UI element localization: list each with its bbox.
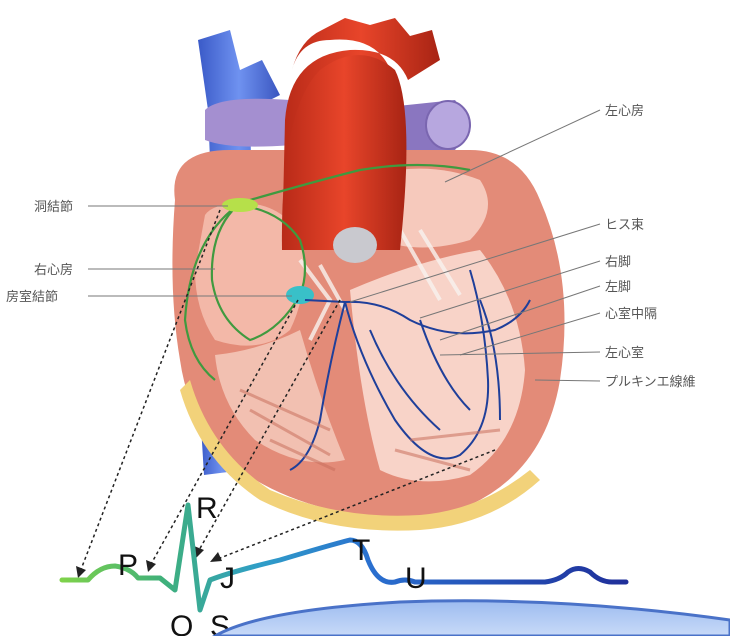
left-ventricle-chamber — [350, 250, 525, 481]
ecg-label-u: U — [405, 562, 427, 595]
sa-node — [222, 198, 258, 212]
label-left-atrium: 左心房 — [605, 103, 644, 119]
label-av-node: 房室結節 — [6, 289, 58, 305]
av-node — [286, 286, 314, 304]
ecg-label-r: R — [196, 492, 218, 525]
ecg-label-q: Q — [170, 610, 193, 636]
pulmonary-vein-opening — [426, 101, 470, 149]
ecg-label-j: J — [220, 562, 235, 595]
label-septum: 心室中隔 — [605, 306, 657, 322]
label-left-bundle: 左脚 — [605, 279, 631, 295]
label-his-bundle: ヒス束 — [605, 218, 644, 233]
label-left-ventricle: 左心室 — [605, 345, 644, 361]
label-right-atrium: 右心房 — [34, 262, 73, 278]
heart-illustration — [172, 18, 564, 531]
aortic-valve — [333, 227, 377, 263]
label-purkinje: プルキンエ線維 — [605, 374, 696, 390]
label-sa-node: 洞結節 — [34, 200, 73, 215]
ecg-label-p: P — [118, 549, 138, 582]
ecg-label-t: T — [352, 534, 370, 567]
label-right-bundle: 右脚 — [605, 254, 631, 270]
bottom-panel-shape — [215, 601, 730, 636]
pulmonary-artery-left — [205, 99, 292, 147]
